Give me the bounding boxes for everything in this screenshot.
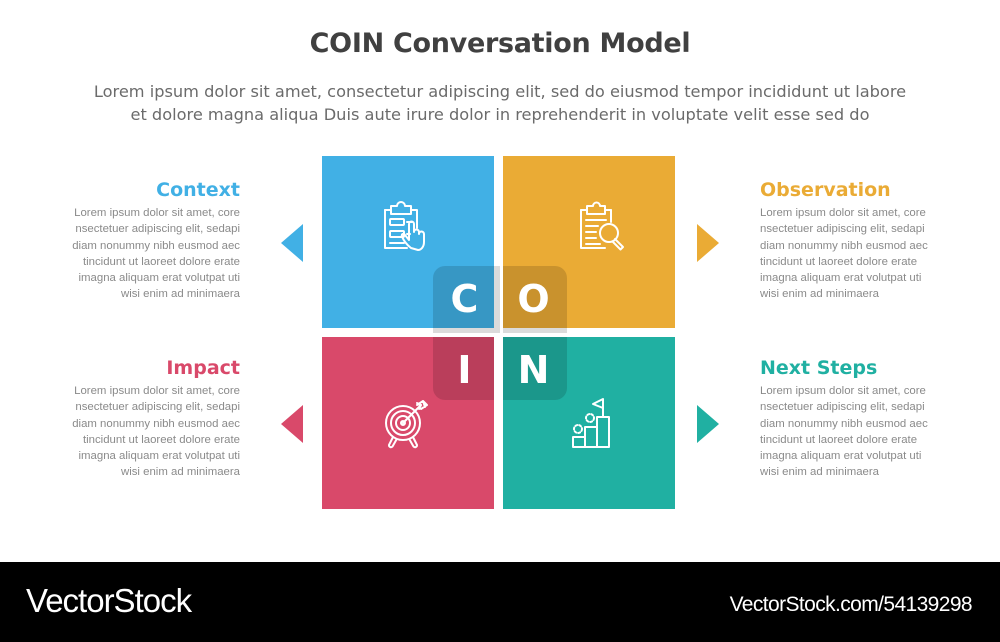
body-line: nsectetuer adipiscing elit, sedapi <box>760 401 925 414</box>
context-heading: Context <box>156 179 240 201</box>
observation-heading: Observation <box>760 179 891 201</box>
overlay-i-cell <box>433 337 494 400</box>
body-line: tincidunt ut laoreet dolore erate <box>760 255 918 268</box>
clipboard-search-icon <box>573 198 629 254</box>
impact-heading: Impact <box>166 357 240 379</box>
page-title: COIN Conversation Model <box>309 28 691 59</box>
next-steps-quadrant <box>503 337 675 509</box>
body-line: tincidunt ut laoreet dolore erate <box>82 433 240 446</box>
target-arrow-icon <box>379 395 435 451</box>
letter-i: I <box>457 347 472 392</box>
body-line: diam nonummy nibh eusmod aec <box>72 417 240 430</box>
next-steps-heading: Next Steps <box>760 357 878 379</box>
impact-text-block: Impact Lorem ipsum dolor sit amet, core … <box>40 356 240 481</box>
footer-url: VectorStock.com/54139298 <box>729 593 973 616</box>
body-line: nsectetuer adipiscing elit, sedapi <box>75 401 240 414</box>
next-steps-body: Lorem ipsum dolor sit amet, core nsectet… <box>760 383 960 481</box>
body-line: imagna aliquam erat volutpat uti <box>760 450 922 463</box>
body-line: diam nonummy nibh eusmod aec <box>760 239 928 252</box>
body-line: Lorem ipsum dolor sit amet, core <box>760 207 926 219</box>
letter-c: C <box>450 276 479 321</box>
observation-body: Lorem ipsum dolor sit amet, core nsectet… <box>760 205 960 303</box>
body-line: Lorem ipsum dolor sit amet, core <box>74 385 240 397</box>
body-line: imagna aliquam erat volutpat uti <box>760 272 922 285</box>
body-line: diam nonummy nibh eusmod aec <box>72 239 240 252</box>
impact-quadrant <box>322 337 494 509</box>
observation-text-block: Observation Lorem ipsum dolor sit amet, … <box>760 178 960 303</box>
watermark-footer: VectorStock VectorStock.com/54139298 <box>0 562 1000 642</box>
clipboard-touch-icon <box>377 198 433 254</box>
body-line: wisi enim ad minimaera <box>760 288 880 301</box>
body-line: Lorem ipsum dolor sit amet, core <box>760 385 926 397</box>
subtitle-line: et dolore magna aliqua Duis aute irure d… <box>130 105 870 124</box>
page-subtitle: Lorem ipsum dolor sit amet, consectetur … <box>40 80 960 126</box>
steps-flag-icon <box>568 397 624 453</box>
body-line: diam nonummy nibh eusmod aec <box>760 417 928 430</box>
impact-arrow-left-icon <box>281 405 303 443</box>
body-line: wisi enim ad minimaera <box>120 288 240 301</box>
context-text-block: Context Lorem ipsum dolor sit amet, core… <box>40 178 240 303</box>
body-line: nsectetuer adipiscing elit, sedapi <box>760 223 925 236</box>
letter-o: O <box>517 276 550 321</box>
observation-arrow-right-icon <box>697 224 719 262</box>
context-quadrant <box>322 156 494 328</box>
impact-body: Lorem ipsum dolor sit amet, core nsectet… <box>40 383 240 481</box>
context-arrow-left-icon <box>281 224 303 262</box>
subtitle-line: Lorem ipsum dolor sit amet, consectetur … <box>93 82 907 101</box>
overlay-o-cell <box>503 266 567 333</box>
body-line: tincidunt ut laoreet dolore erate <box>82 255 240 268</box>
letter-n: N <box>517 347 550 392</box>
overlay-n-cell <box>503 337 567 400</box>
body-line: Lorem ipsum dolor sit amet, core <box>74 207 240 219</box>
body-line: imagna aliquam erat volutpat uti <box>78 450 240 463</box>
body-line: nsectetuer adipiscing elit, sedapi <box>75 223 240 236</box>
body-line: tincidunt ut laoreet dolore erate <box>760 433 918 446</box>
body-line: imagna aliquam erat volutpat uti <box>78 272 240 285</box>
next-steps-arrow-right-icon <box>697 405 719 443</box>
overlay-c-cell <box>433 266 500 333</box>
context-body: Lorem ipsum dolor sit amet, core nsectet… <box>40 205 240 303</box>
body-line: wisi enim ad minimaera <box>120 466 240 479</box>
next-steps-text-block: Next Steps Lorem ipsum dolor sit amet, c… <box>760 356 960 481</box>
body-line: wisi enim ad minimaera <box>760 466 880 479</box>
observation-quadrant <box>503 156 675 328</box>
footer-logo: VectorStock <box>26 582 192 619</box>
